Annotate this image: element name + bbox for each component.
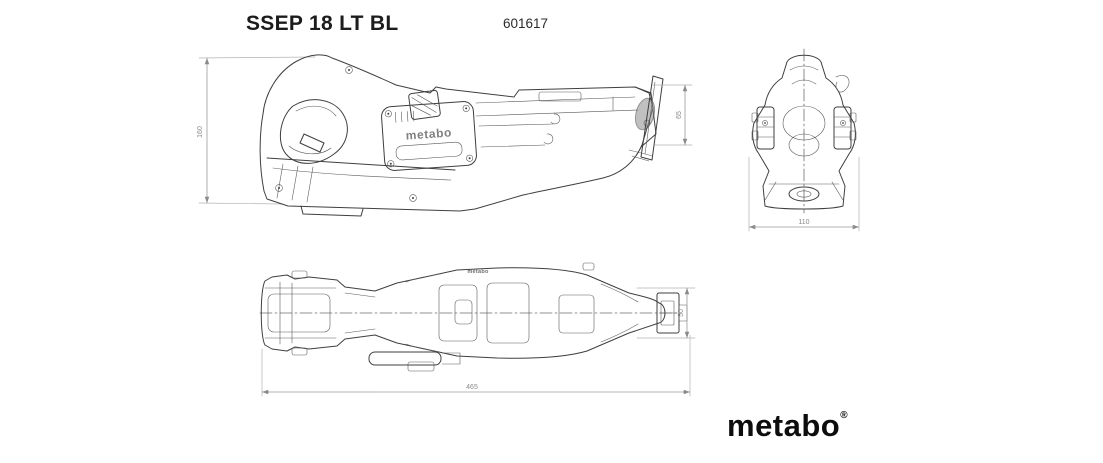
left-clamp-pod — [751, 106, 775, 150]
length-dimension: 465 — [261, 334, 691, 397]
article-number: 601617 — [503, 16, 549, 31]
model-title: SSEP 18 LT BL — [246, 12, 399, 35]
clamp-boot — [634, 97, 656, 131]
side-height-dimension-value: 160 — [197, 126, 204, 138]
side-front-height-dimension-value: 65 — [676, 111, 683, 119]
motor-housing: metabo — [381, 101, 477, 171]
top-length-dimension-value: 465 — [466, 384, 478, 391]
battery-pack-top — [264, 270, 337, 356]
vent-slats — [394, 110, 415, 123]
front-outline — [752, 54, 856, 210]
top-outline — [260, 267, 666, 359]
cable-loop — [835, 75, 850, 93]
housing-top-details: metabo — [344, 262, 639, 353]
top-width-dimension-value: 50 — [678, 309, 685, 317]
registered-trademark-symbol: ® — [840, 410, 848, 421]
top-width-dimension: 50 — [636, 287, 696, 339]
shoe-base — [764, 181, 844, 202]
height-dimension: 160 — [197, 56, 316, 205]
metabo-logo: metabo® — [727, 408, 848, 444]
side-view-drawing: 160 — [197, 54, 693, 217]
front-width-dimension-value: 110 — [798, 219, 809, 226]
saw-body-outline — [259, 54, 654, 212]
housing-brand-label: metabo — [405, 125, 452, 142]
front-height-dimension: 65 — [652, 84, 693, 146]
front-view-drawing: 110 — [748, 48, 860, 232]
blade-clamp — [634, 86, 657, 148]
vent-slot — [395, 141, 463, 161]
shoe-plate — [628, 75, 664, 162]
trigger — [299, 133, 325, 153]
width-dimension: 110 — [748, 156, 860, 232]
battery-pack — [266, 157, 456, 217]
rear-handle — [279, 66, 353, 164]
right-clamp-pod — [833, 106, 857, 150]
side-lever — [368, 351, 461, 372]
top-brand-label: metabo — [467, 269, 489, 275]
top-view-drawing: metabo 465 50 — [259, 262, 696, 397]
switch-block — [408, 89, 441, 120]
logo-wordmark: metabo — [727, 408, 841, 443]
